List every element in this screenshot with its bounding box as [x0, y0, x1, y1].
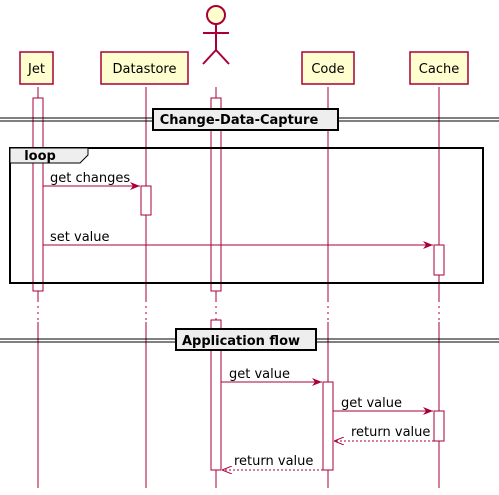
message-get-value-1-label: get value	[229, 367, 290, 382]
divider-cdc: Change-Data-Capture	[0, 108, 499, 131]
participant-datastore-label: Datastore	[113, 62, 177, 77]
activation-cache-top	[433, 244, 445, 276]
message-get-value-1: get value	[221, 367, 322, 386]
message-return-value-2: return value	[222, 454, 323, 470]
activation-bars	[32, 97, 445, 471]
participant-jet: Jet	[19, 51, 54, 85]
message-get-changes: get changes	[43, 171, 140, 190]
participant-cache: Cache	[409, 51, 469, 85]
activation-user-bottom	[210, 319, 222, 471]
actor-icon	[202, 5, 230, 65]
loop-label: loop	[24, 149, 56, 164]
message-return-value-2-label: return value	[234, 454, 313, 469]
divider-cdc-label: Change-Data-Capture	[160, 113, 319, 128]
loop-frame: loop	[9, 147, 484, 284]
participant-datastore: Datastore	[100, 51, 189, 85]
divider-app-flow: Application flow	[0, 328, 499, 351]
participant-code: Code	[301, 51, 355, 85]
message-set-value-label: set value	[50, 230, 110, 245]
participant-cache-label: Cache	[419, 62, 459, 77]
activation-jet	[32, 97, 44, 292]
message-get-value-2-label: get value	[341, 396, 402, 411]
activation-user-top	[210, 97, 222, 292]
divider-app-flow-label: Application flow	[182, 334, 300, 349]
message-return-value-1: return value	[334, 425, 434, 441]
participant-code-label: Code	[311, 62, 344, 77]
activation-code	[322, 381, 334, 471]
message-get-value-2: get value	[333, 396, 433, 415]
message-return-value-1-label: return value	[351, 425, 430, 440]
activation-datastore	[140, 185, 152, 216]
participant-jet-label: Jet	[27, 62, 45, 77]
message-set-value: set value	[43, 230, 433, 249]
activation-cache-bottom	[433, 410, 445, 442]
message-get-changes-label: get changes	[50, 171, 130, 186]
